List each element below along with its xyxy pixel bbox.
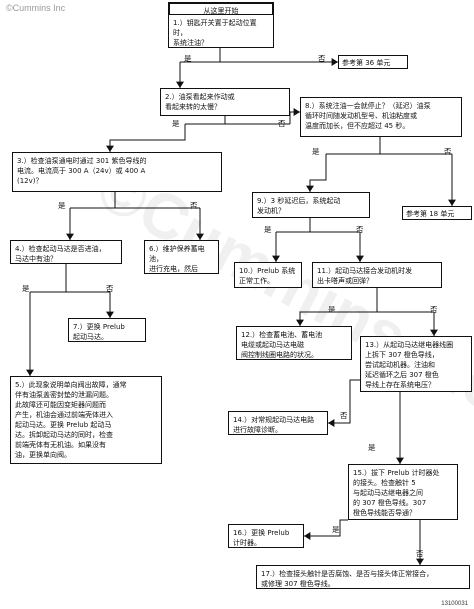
edge-8-split: [326, 137, 452, 155]
edge-3-no-6-arrowhead: [196, 233, 204, 240]
node-4: 4.）检查起动马达是否进油， 马达中有油？: [10, 240, 122, 264]
node-16: 16.）更换 Prelub 计时器。: [228, 524, 304, 548]
label-n3-yes: 是: [58, 201, 66, 210]
label-n1-no: 否: [318, 54, 326, 63]
edge-2-split: [185, 116, 290, 125]
edge-2-yes-3-arrowhead: [106, 145, 114, 152]
label-n4-no: 否: [106, 284, 114, 293]
edge-11-yes-12-arrowhead: [296, 319, 304, 326]
edge-11-split: [340, 288, 434, 313]
edge-8-yes-9-arrowhead: [306, 185, 314, 192]
node-2: 2.）油泵看起来作动或 看起来转的太慢？: [160, 88, 290, 116]
edge-9-no-11-arrowhead: [356, 255, 364, 262]
node-ref36: 参考第 36 单元: [338, 55, 408, 69]
node-14: 14.）对常规起动马达电路 进行故障诊断。: [228, 411, 328, 435]
edge-13-no-14-arrowhead: [328, 419, 335, 427]
figure-id: 13100031: [441, 601, 468, 607]
edge-9-split: [276, 218, 360, 233]
label-n2-yes: 是: [172, 119, 180, 128]
node-8: 8.）系统注油一会就停止？（延迟）油泵 循环时间随发动机型号、机油粘度或 温度而…: [300, 97, 462, 137]
node-9: 9.）3 秒延迟后，系统起动 发动机？: [252, 192, 370, 218]
node-5: 5.）此现象说明单向阀出故障，通常 伴有油泵盖密封垫的泄漏问题。 此故障还可能因…: [10, 376, 162, 464]
edge-15-yes-16: [304, 519, 348, 537]
node-6: 6.）维护保养蓄电池， 进行充电，然后 重新检查。: [144, 240, 219, 274]
label-n8-no: 否: [444, 147, 452, 156]
label-n9-yes: 是: [264, 225, 272, 234]
edge-15-yes-16-arrowhead: [304, 532, 311, 540]
label-n15-no: 否: [416, 549, 424, 558]
edge-3-yes-4-arrowhead: [66, 233, 74, 240]
label-n8-yes: 是: [312, 147, 320, 156]
label-n2-no: 否: [278, 119, 286, 128]
edge-13-no-14: [328, 379, 360, 424]
edge-1-no-ref36-arrowhead: [331, 58, 338, 66]
node-15: 15.）拔下 Prelub 计时器处 的接头。检查触针 5 与起动马达继电器之间…: [348, 464, 458, 520]
label-n13-no: 否: [340, 411, 348, 420]
node-17: 17.）检查接头触针是否腐蚀、是否与接头体正常接合， 或修理 307 橙色导线。: [256, 565, 470, 589]
edge-9-yes-10-arrowhead: [272, 255, 280, 262]
edge-15-no-17-arrowhead: [416, 558, 424, 565]
edge-4-yes-5-arrowhead: [26, 369, 34, 376]
label-n11-yes: 是: [328, 305, 336, 314]
edge-1-yes-2-arrowhead: [176, 81, 184, 88]
node-13: 13.）从起动马达继电器线圈 上拆下 307 橙色导线， 尝试起动机器。注油和 …: [360, 336, 472, 392]
label-n3-no: 否: [190, 201, 198, 210]
node-3: 3.）检查油泵通电时通过 301 紫色导线的 电流。电流高于 300 A（24v…: [12, 152, 222, 192]
label-n11-no: 否: [430, 305, 438, 314]
edge-4-no-7-arrowhead: [106, 311, 114, 318]
node-1: 1.）钥匙开关置于起动位置时， 系统注油？: [168, 14, 274, 48]
label-n4-yes: 是: [22, 284, 30, 293]
copyright-watermark: ©Cummins Inc: [6, 3, 66, 13]
label-n15-yes: 是: [332, 525, 340, 534]
node-11: 11.）起动马达接合发动机时发 出卡嗒声或回弹？: [312, 262, 442, 288]
label-n9-no: 否: [356, 225, 364, 234]
edge-4-split: [30, 264, 110, 293]
edge-2-no-8-arrowhead: [293, 108, 300, 116]
edge-13-yes-15-arrowhead: [396, 457, 404, 464]
label-n1-yes: 是: [184, 54, 192, 63]
edge-1-split: [180, 48, 330, 63]
edge-3-split: [70, 192, 200, 209]
node-10: 10.）Prelub 系统 正常工作。: [234, 262, 302, 288]
node-7: 7.）更换 Prelub 起动马达。: [68, 318, 146, 342]
edge-11-no-13-arrowhead: [430, 329, 438, 336]
edge-8-no-ref18-arrowhead: [448, 199, 456, 206]
node-ref18: 参考第 18 单元: [402, 206, 472, 220]
label-n13-yes: 是: [368, 443, 376, 452]
node-12: 12.）检查蓄电池、蓄电池 电缆或起动马达电磁 阀控制线圈电路的状况。: [236, 326, 352, 360]
